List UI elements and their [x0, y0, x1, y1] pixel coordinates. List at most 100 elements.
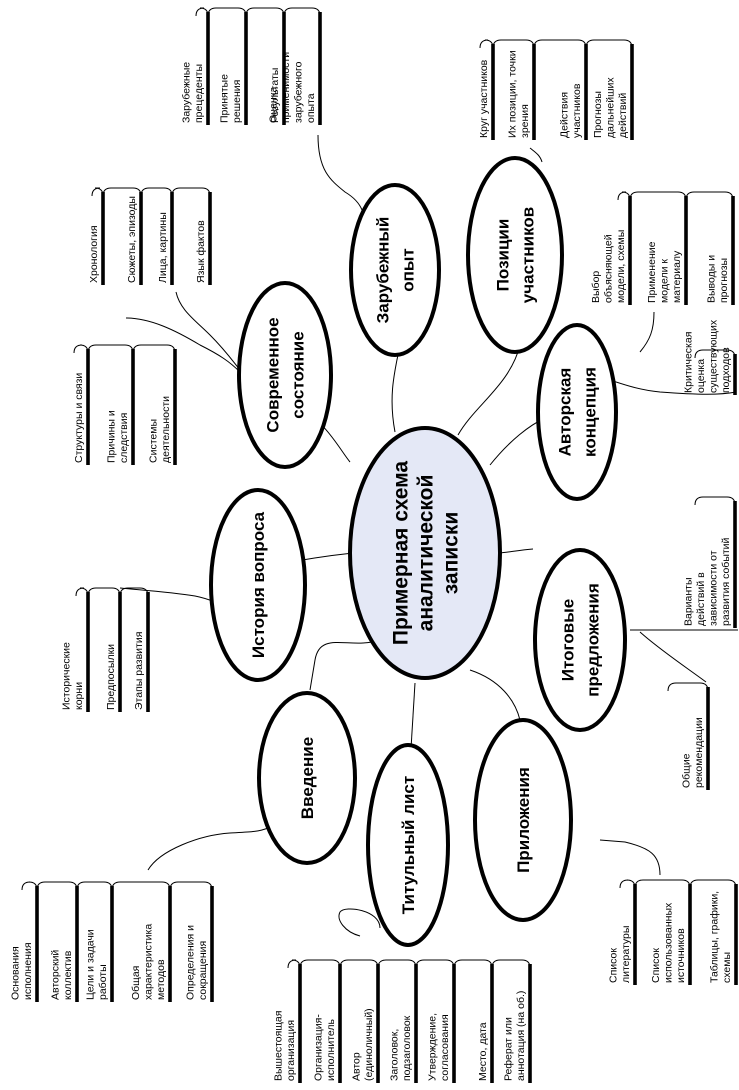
leaf-label-line: источников [675, 928, 687, 983]
leaf-tab [87, 344, 134, 354]
leaf-label: Списоклитературы [608, 926, 633, 983]
leaf-label: Сюжеты, эпизоды [126, 196, 138, 283]
leaf-label-line: применимости [280, 52, 292, 123]
node-oval [366, 743, 450, 947]
leaf-label: Лица, картины [157, 212, 169, 283]
leaf-label: Принятыерешения [219, 74, 244, 123]
leaf-label: Оценкаприменимостизарубежногоопыта [268, 52, 318, 123]
leaf-groups: Зарубежныепрецеденты Принятыерешения Резул… [10, 7, 738, 1083]
connector-line [499, 548, 534, 554]
node-istoriya: История вопроса [209, 488, 307, 682]
leaf-tab [685, 191, 734, 201]
leaf-tab [87, 587, 121, 597]
leaf-tab [195, 7, 209, 17]
leaf-label: Применениемодели кматериалу [646, 241, 683, 303]
leaf-tab [111, 881, 171, 891]
node-label-line: Позиции [493, 219, 512, 292]
leaf-label-line: Результаты [269, 68, 281, 123]
leaf-tab [694, 349, 736, 359]
connector-line [175, 291, 241, 371]
leaf-tab [479, 39, 494, 49]
leaf-label: Авторскийколлектив [50, 950, 75, 1000]
leaf-label-line: Этапы развития [133, 632, 145, 710]
leaf-tab [75, 587, 89, 597]
leaf-label-line: (единоличный) [363, 1008, 375, 1081]
leaf-tab [283, 7, 321, 17]
node-label-line: Введение [298, 737, 317, 819]
node-label-line: Титульный лист [399, 776, 418, 914]
leaf-group-sovremennoe_top: Хронология Сюжеты, эпизоды Лица, картины Яз… [88, 187, 212, 285]
node-label: Примерная схемааналитическойзаписки [389, 461, 462, 646]
leaf-tab [689, 879, 737, 889]
leaf-label-line: исполнитель [325, 1018, 337, 1081]
leaf-label-line: действий [617, 93, 629, 138]
leaf-label: Списокиспользованныхисточников [650, 902, 687, 983]
leaf-label: Зарубежныепрецеденты [181, 62, 206, 123]
node-center: Примерная схемааналитическойзаписки [348, 426, 502, 680]
node-label: Титульный лист [399, 776, 418, 914]
leaf-label-line: Системы [148, 419, 160, 463]
leaf-label-line: Лица, картины [157, 212, 169, 283]
leaf-tab [694, 496, 736, 506]
leaf-label: Автор(единоличный) [351, 1008, 376, 1081]
leaf-label-line: модели к [659, 259, 671, 303]
connector-line [317, 134, 363, 211]
leaf-tab [102, 187, 142, 197]
leaf-label: Их позиции, точкизрения [507, 50, 532, 138]
leaf-tab [585, 39, 633, 49]
leaf-label-line: Место, дата [477, 1022, 489, 1081]
leaf-label-line: схемы [721, 952, 733, 983]
leaf-label-line: Таблицы, графики, [709, 891, 721, 983]
leaf-label-line: согласования [439, 1014, 451, 1081]
leaf-label: Язык фактов [195, 220, 207, 283]
node-label: Приложения [514, 767, 533, 873]
leaf-label-line: Список [608, 948, 620, 983]
leaf-label-line: Причины и [106, 410, 118, 463]
leaf-label: Историческиекорни [61, 642, 86, 710]
node-oval [209, 488, 307, 682]
node-label-line: концепция [580, 367, 599, 457]
leaf-tab [492, 39, 535, 49]
leaf-tab [207, 7, 247, 17]
leaf-label-line: методов [155, 959, 167, 1000]
leaf-tab [634, 879, 691, 889]
leaf-tab [533, 39, 587, 49]
leaf-label-line: деятельности [160, 396, 172, 463]
connector-line [529, 147, 543, 163]
leaf-label: Выборобъясняющеймодели, схемы [590, 230, 627, 303]
leaf-label-line: корни [73, 682, 85, 710]
node-oval [237, 281, 333, 469]
leaf-label-line: прогнозы [718, 258, 730, 303]
leaf-label-line: Авторский [50, 950, 62, 1000]
leaf-label-line: Варианты [683, 577, 695, 626]
leaf-label-line: Действия [559, 92, 571, 138]
node-label-line: опыт [398, 248, 417, 292]
leaf-label: Прогнозыдальнейшихдействий [592, 77, 629, 138]
leaf-label: Цели и задачиработы [85, 929, 110, 1000]
leaf-label-line: Сюжеты, эпизоды [126, 196, 138, 283]
leaf-label-line: Принятые [219, 74, 231, 123]
leaf-tab [667, 682, 709, 692]
connectors [119, 134, 738, 937]
leaf-label-line: Автор [351, 1052, 363, 1081]
node-oval [473, 718, 573, 922]
leaf-label-line: зрения [519, 104, 531, 138]
leaf-label-line: Реферат или [503, 1017, 515, 1081]
node-oval [466, 156, 564, 354]
leaf-label-line: Заголовок, [389, 1029, 401, 1081]
leaf-label: Причины иследствия [106, 410, 131, 463]
leaf-tab [91, 187, 104, 197]
leaf-label: Хронология [88, 225, 100, 283]
leaf-tab [36, 881, 78, 891]
leaf-tab [132, 344, 176, 354]
leaf-label-line: участников [571, 83, 583, 138]
leaf-tab [287, 959, 301, 969]
leaf-label-line: Определения и [185, 925, 197, 1000]
node-oval [257, 691, 357, 865]
leaf-label-line: развития событий [720, 537, 732, 626]
